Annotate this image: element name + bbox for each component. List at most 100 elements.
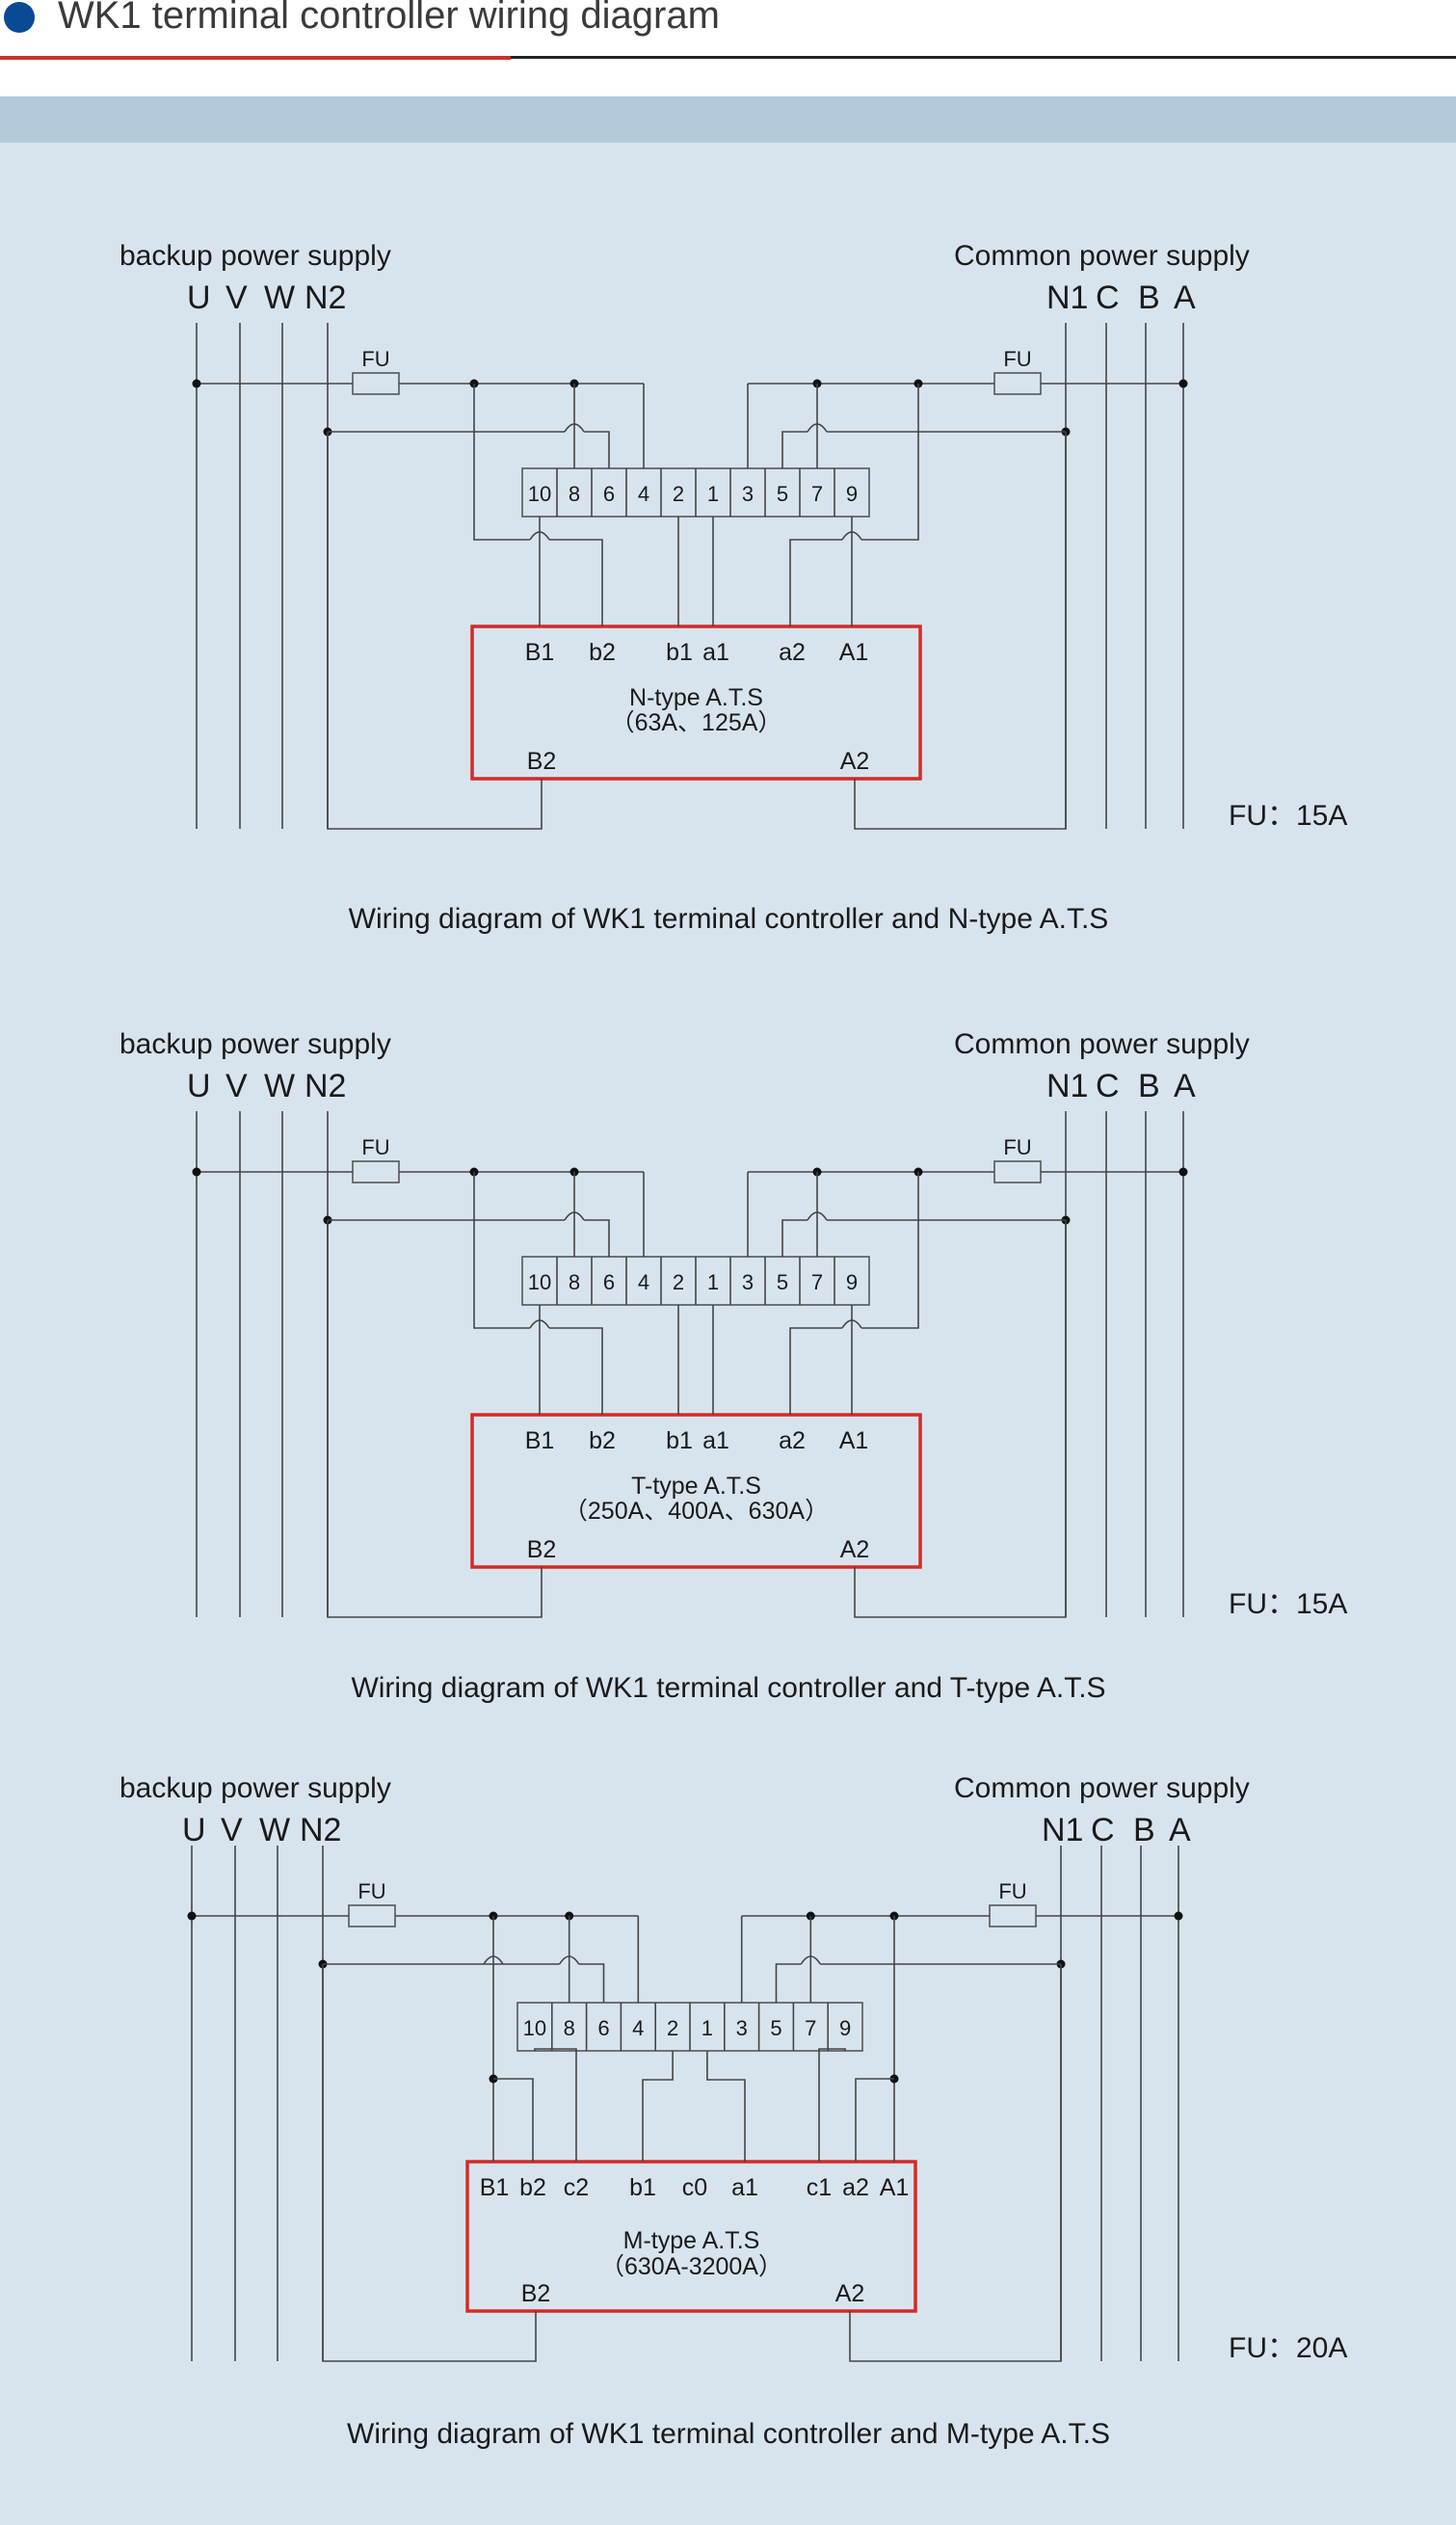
wire-crossover: [559, 1955, 580, 1965]
diagram-caption: Wiring diagram of WK1 terminal controlle…: [347, 2418, 1110, 2450]
ats-rating: （250A、400A、630A）: [564, 1498, 829, 1525]
phase-label-v: V: [225, 279, 248, 316]
phase-label-a: A: [1174, 279, 1196, 316]
phase-label-b: B: [1138, 279, 1160, 316]
terminal-1: 1: [707, 482, 719, 506]
wire: [584, 431, 610, 468]
wire: [578, 1963, 605, 2003]
ats-terminal-c0: c0: [682, 2174, 707, 2201]
fuse-common: [989, 1904, 1037, 1927]
junction-dot: [192, 1167, 201, 1177]
ats-terminal-a1: a1: [731, 2174, 758, 2201]
fuse-backup: [352, 372, 400, 395]
terminal-10: 10: [523, 2016, 546, 2040]
wire-n1-to-a2: [854, 432, 1067, 830]
phase-label-b: B: [1138, 1068, 1160, 1104]
terminal-7: 7: [811, 482, 823, 506]
ats-terminal-a2: a2: [842, 2174, 869, 2201]
fuse-rating: FU：15A: [1229, 800, 1347, 832]
junction-dot: [187, 1911, 197, 1921]
wire-crossover: [483, 1955, 504, 1965]
ats-rating: （63A、125A）: [611, 709, 782, 736]
terminal-8: 8: [569, 1270, 580, 1294]
backup-supply-label: backup power supply: [119, 1772, 391, 1804]
accent-rule: [0, 56, 511, 60]
wire-n2-to-b2: [327, 1220, 543, 1618]
fuse-label-common: FU: [1003, 1135, 1031, 1159]
terminal-2: 2: [673, 1270, 684, 1294]
wire: [789, 539, 842, 626]
phase-label-n1: N1: [1042, 1812, 1083, 1848]
wire-n1-to-a2: [854, 1220, 1067, 1618]
wire-crossover: [564, 1211, 585, 1221]
junction-dot: [1174, 1911, 1183, 1921]
wire: [473, 1172, 530, 1329]
wire: [642, 2051, 674, 2162]
phase-label-v: V: [221, 1812, 243, 1848]
wire: [549, 539, 603, 626]
ats-terminal-c1: c1: [807, 2174, 832, 2201]
wire: [789, 1327, 842, 1415]
phase-label-b: B: [1133, 1812, 1155, 1848]
fuse-label-common: FU: [1003, 347, 1031, 371]
wire-crossover: [529, 531, 550, 541]
phase-label-c: C: [1096, 1068, 1120, 1104]
terminal-5: 5: [770, 2016, 781, 2040]
wire: [534, 2048, 577, 2162]
phase-label-n1: N1: [1046, 1068, 1088, 1104]
ats-box: [470, 625, 922, 781]
fuse-label-backup: FU: [361, 347, 389, 371]
phase-label-n2: N2: [304, 1068, 346, 1104]
terminal-4: 4: [638, 1270, 649, 1294]
fuse-label-common: FU: [998, 1879, 1026, 1903]
wire-crossover: [564, 423, 585, 433]
phase-label-u: U: [187, 1068, 211, 1104]
page-header: WK1 terminal controller wiring diagram: [0, 0, 1456, 96]
fuse-backup: [348, 1904, 396, 1927]
terminal-5: 5: [777, 482, 788, 506]
ats-terminal-b1: B1: [480, 2174, 510, 2201]
phase-label-n2: N2: [304, 279, 346, 316]
ats-terminal-a1: a1: [702, 639, 729, 666]
section-band: [0, 96, 1456, 143]
common-supply-label: Common power supply: [954, 1772, 1250, 1804]
ats-terminal-a1: A1: [839, 639, 869, 666]
wire-n2-to-b2: [327, 432, 543, 830]
ats-terminal-b1: b1: [629, 2174, 656, 2201]
phase-label-c: C: [1096, 279, 1120, 316]
fuse-label-backup: FU: [361, 1135, 389, 1159]
wire-crossover: [529, 1319, 550, 1329]
ats-terminal-a2: A2: [840, 1536, 870, 1563]
ats-terminal-b2: B2: [527, 1536, 557, 1563]
backup-supply-label: backup power supply: [119, 240, 391, 272]
wire-crossover: [800, 1955, 821, 1965]
terminal-10: 10: [528, 482, 551, 506]
ats-terminal-c2: c2: [564, 2174, 589, 2201]
phase-label-n2: N2: [300, 1812, 341, 1848]
terminal-7: 7: [805, 2016, 816, 2040]
terminal-3: 3: [742, 482, 754, 506]
ats-terminal-a2: a2: [779, 1427, 806, 1454]
ats-terminal-b2: b2: [589, 639, 616, 666]
ats-name: N-type A.T.S: [629, 684, 763, 711]
fuse-rating: FU：20A: [1229, 2332, 1347, 2364]
fuse-common: [993, 1160, 1042, 1183]
terminal-10: 10: [528, 1270, 551, 1294]
terminal-9: 9: [839, 2016, 851, 2040]
common-supply-label: Common power supply: [954, 1028, 1250, 1060]
wire: [493, 2078, 534, 2162]
terminal-3: 3: [736, 2016, 748, 2040]
wire: [781, 1219, 807, 1257]
junction-dot: [1178, 1167, 1188, 1177]
wire: [473, 384, 530, 541]
wire-n2-to-b2: [322, 1964, 537, 2362]
terminal-9: 9: [846, 482, 858, 506]
ats-terminal-b1: b1: [666, 1427, 693, 1454]
phase-label-v: V: [225, 1068, 248, 1104]
ats-terminal-b1: B1: [525, 1427, 555, 1454]
fuse-common: [993, 372, 1042, 395]
wire: [855, 2078, 894, 2162]
phase-label-c: C: [1091, 1812, 1115, 1848]
